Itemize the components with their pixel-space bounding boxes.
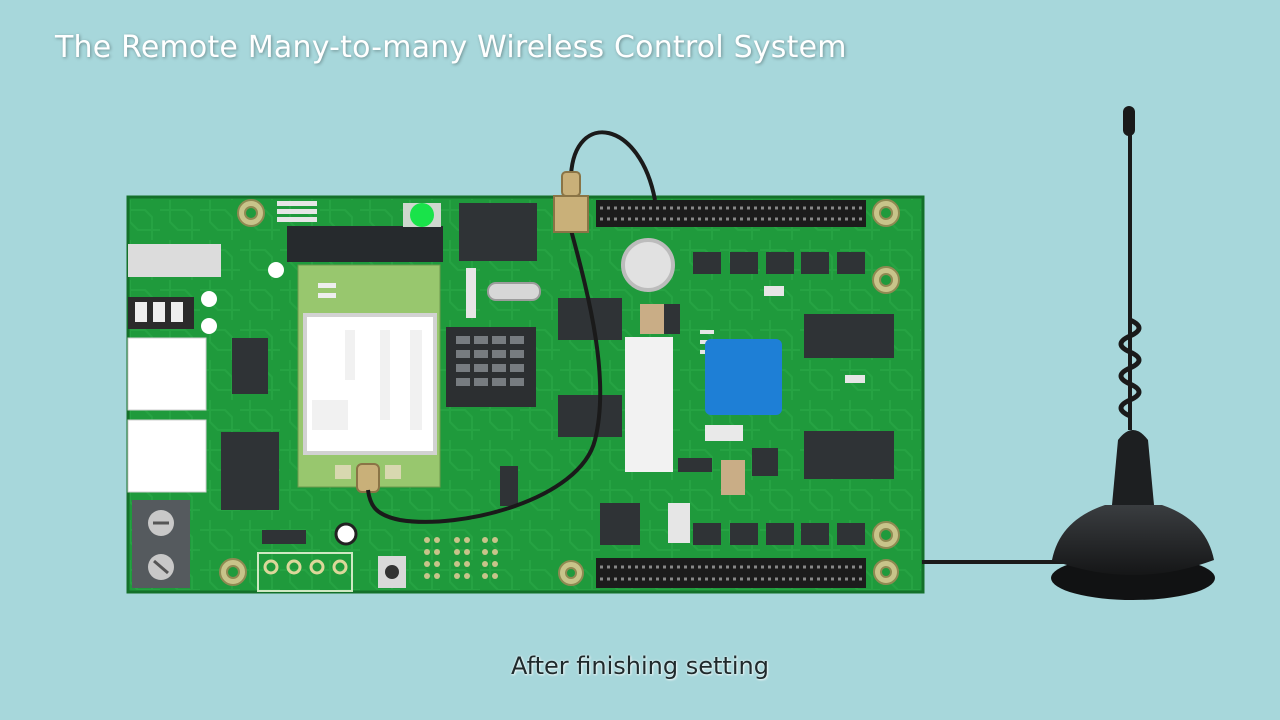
magnetic-antenna xyxy=(1051,106,1215,600)
status-led xyxy=(403,203,441,227)
left-ports xyxy=(127,244,358,588)
integrated-circuits xyxy=(221,203,894,545)
scene-title: The Remote Many-to-many Wireless Control… xyxy=(55,30,847,65)
wireless-module xyxy=(297,264,441,493)
pin-header-top xyxy=(596,200,866,227)
scene-caption: After finishing setting xyxy=(511,652,769,680)
bga-chip xyxy=(446,327,536,407)
blue-chip xyxy=(705,339,782,415)
misc-components xyxy=(257,201,865,592)
pin-header-bottom xyxy=(596,558,866,588)
mounting-holes xyxy=(219,199,900,586)
antenna-cable xyxy=(366,130,1070,565)
